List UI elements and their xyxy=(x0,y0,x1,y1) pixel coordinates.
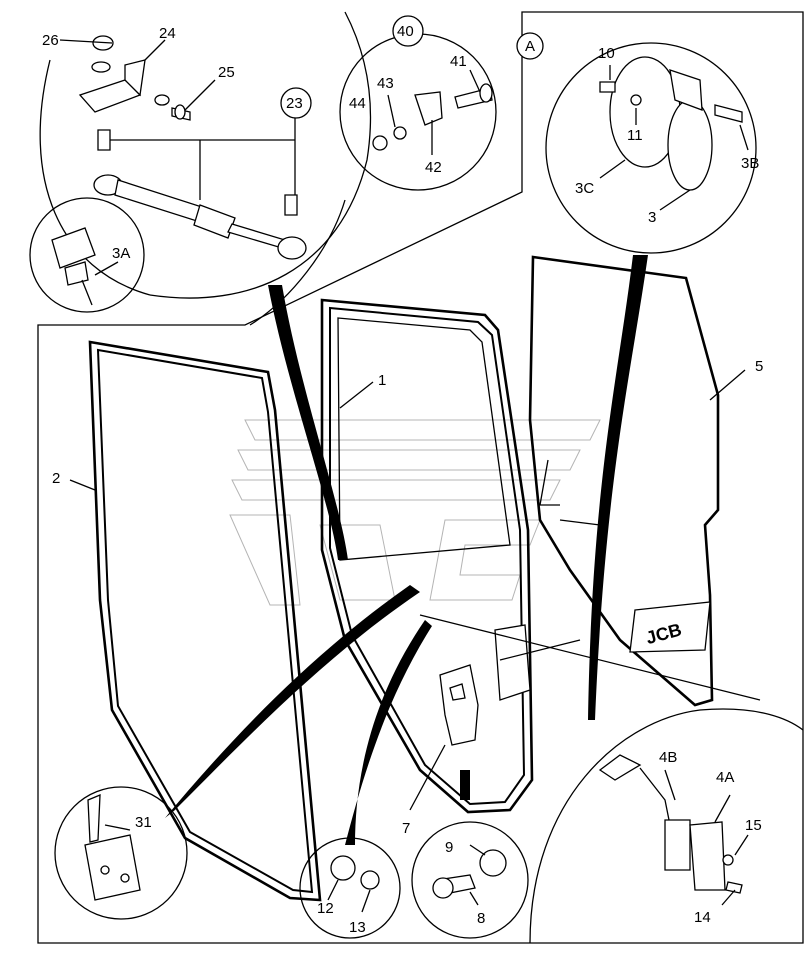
callout-3: 3 xyxy=(648,209,656,226)
callout-9: 9 xyxy=(445,839,453,856)
detail-circle-handle xyxy=(545,42,757,254)
detail-circle-8-9 xyxy=(411,821,529,939)
detail-circle-12-13 xyxy=(299,837,401,939)
callout-42: 42 xyxy=(425,159,442,176)
ref-A: A xyxy=(525,38,535,55)
callout-41: 41 xyxy=(450,53,467,70)
callout-24: 24 xyxy=(159,25,176,42)
jcb-logo-panel xyxy=(629,601,711,653)
callout-7: 7 xyxy=(402,820,410,837)
door-seal-2 xyxy=(88,340,322,902)
callout-25: 25 xyxy=(218,64,235,81)
callout-15: 15 xyxy=(745,817,762,834)
latch-7 xyxy=(439,664,479,746)
ref-marker-23 xyxy=(280,87,312,119)
callout-4A: 4A xyxy=(716,769,734,786)
detail-circle-lock xyxy=(529,708,804,944)
leader-lines-strut xyxy=(59,39,296,200)
detail-circle-key xyxy=(29,197,145,313)
callout-2: 2 xyxy=(52,470,60,487)
glass-panel-5 xyxy=(528,255,720,707)
callout-1: 1 xyxy=(378,372,386,389)
connector-bands xyxy=(165,255,648,845)
ref-marker-A xyxy=(516,32,544,60)
strut-bracket xyxy=(78,35,298,216)
callout-43: 43 xyxy=(377,75,394,92)
callout-11: 11 xyxy=(627,127,643,144)
callout-3B: 3B xyxy=(741,155,759,172)
ref-23: 23 xyxy=(286,95,303,112)
callout-44: 44 xyxy=(349,95,366,112)
callout-8: 8 xyxy=(477,910,485,927)
callout-13: 13 xyxy=(349,919,366,936)
callout-4B: 4B xyxy=(659,749,677,766)
callout-26: 26 xyxy=(42,32,59,49)
callout-12: 12 xyxy=(317,900,334,917)
striker-plate xyxy=(419,614,761,701)
detail-circle-40 xyxy=(339,33,497,191)
door-frame-1 xyxy=(320,298,534,814)
callout-10: 10 xyxy=(598,45,615,62)
detail-circle-gas-strut xyxy=(39,11,372,326)
detail-circle-31 xyxy=(54,786,188,920)
callout-3C: 3C xyxy=(575,180,594,197)
callout-5: 5 xyxy=(755,358,763,375)
main-frame-border xyxy=(37,11,804,944)
callout-14: 14 xyxy=(694,909,711,926)
ref-marker-40 xyxy=(392,15,424,47)
ref-40: 40 xyxy=(397,23,414,40)
callout-3A: 3A xyxy=(112,245,130,262)
callout-31: 31 xyxy=(135,814,152,831)
gas-strut xyxy=(93,174,307,260)
callout-leaders xyxy=(69,369,746,811)
